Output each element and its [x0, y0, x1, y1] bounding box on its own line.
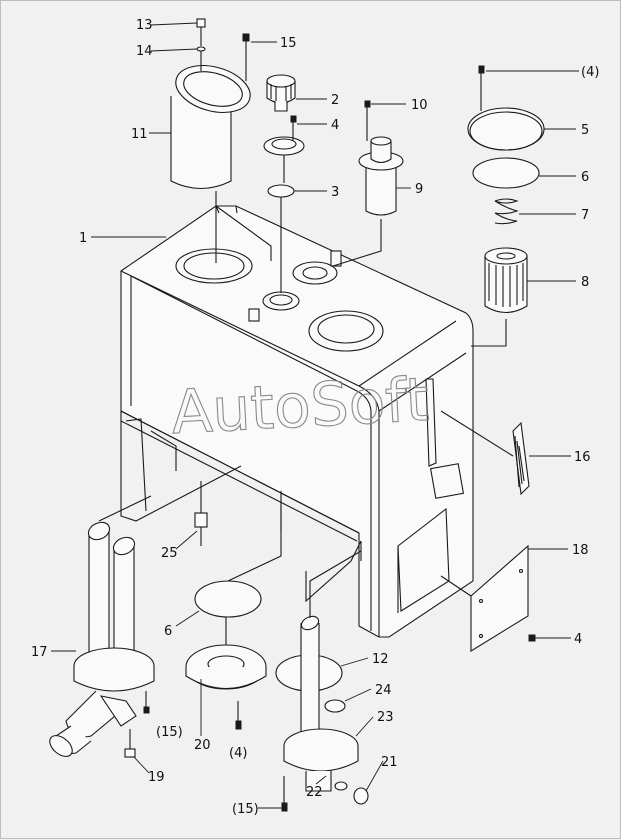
- part-20-flange: [185, 617, 267, 730]
- part-18-cover-plate: [440, 544, 536, 652]
- part-labels: 13 14 15 11 2 4 3 10 9 (4) 5 6 7 8 1 16 …: [31, 18, 599, 817]
- label-14: 14: [136, 44, 153, 59]
- label-4d: (4): [229, 746, 247, 761]
- label-12: 12: [372, 652, 389, 667]
- part-25-bolt: [194, 481, 208, 546]
- label-15c: (15): [232, 802, 259, 817]
- part-flange-small: [263, 115, 305, 183]
- label-23: 23: [377, 710, 394, 725]
- label-4c: 4: [574, 632, 582, 647]
- label-15a: 15: [280, 36, 297, 51]
- part-9-strainer: [332, 100, 404, 267]
- label-6b: 6: [164, 624, 172, 639]
- label-25: 25: [161, 546, 178, 561]
- label-6a: 6: [581, 170, 589, 185]
- leader-lines: [51, 22, 579, 809]
- label-1: 1: [79, 231, 87, 246]
- label-8: 8: [581, 275, 589, 290]
- label-5: 5: [581, 123, 589, 138]
- label-15b: (15): [156, 725, 183, 740]
- label-4b: (4): [581, 65, 599, 80]
- bolt-15-top: [242, 33, 250, 81]
- label-11: 11: [131, 127, 148, 142]
- part-2-cap: [266, 74, 296, 112]
- part-3-oring: [267, 184, 295, 198]
- label-18: 18: [572, 543, 589, 558]
- watermark: AutoSoft: [170, 365, 431, 448]
- part-16-level-gauge: [440, 410, 530, 496]
- part-6-gasket-lower: [194, 506, 282, 618]
- bolt-13: [196, 18, 206, 46]
- tank-body: [120, 205, 474, 638]
- part-23-return-assy: [281, 550, 369, 812]
- label-9: 9: [415, 182, 423, 197]
- label-3: 3: [331, 185, 339, 200]
- label-13: 13: [136, 18, 153, 33]
- part-11-housing: [170, 65, 251, 263]
- part-5-cover: [467, 65, 545, 151]
- label-2: 2: [331, 93, 339, 108]
- part-6-gasket-top: [472, 157, 540, 189]
- label-10: 10: [411, 98, 428, 113]
- label-24: 24: [375, 683, 392, 698]
- label-16: 16: [574, 450, 591, 465]
- part-7-spring: [494, 198, 519, 225]
- label-17: 17: [31, 645, 48, 660]
- label-21: 21: [381, 755, 398, 770]
- label-7: 7: [581, 208, 589, 223]
- part-24-seal: [324, 699, 346, 713]
- label-4a: 4: [331, 118, 339, 133]
- label-20: 20: [194, 738, 211, 753]
- part-8-filter-element: [471, 247, 528, 347]
- label-22: 22: [306, 785, 323, 800]
- part-17-suction-assy: [49, 495, 155, 758]
- label-19: 19: [148, 770, 165, 785]
